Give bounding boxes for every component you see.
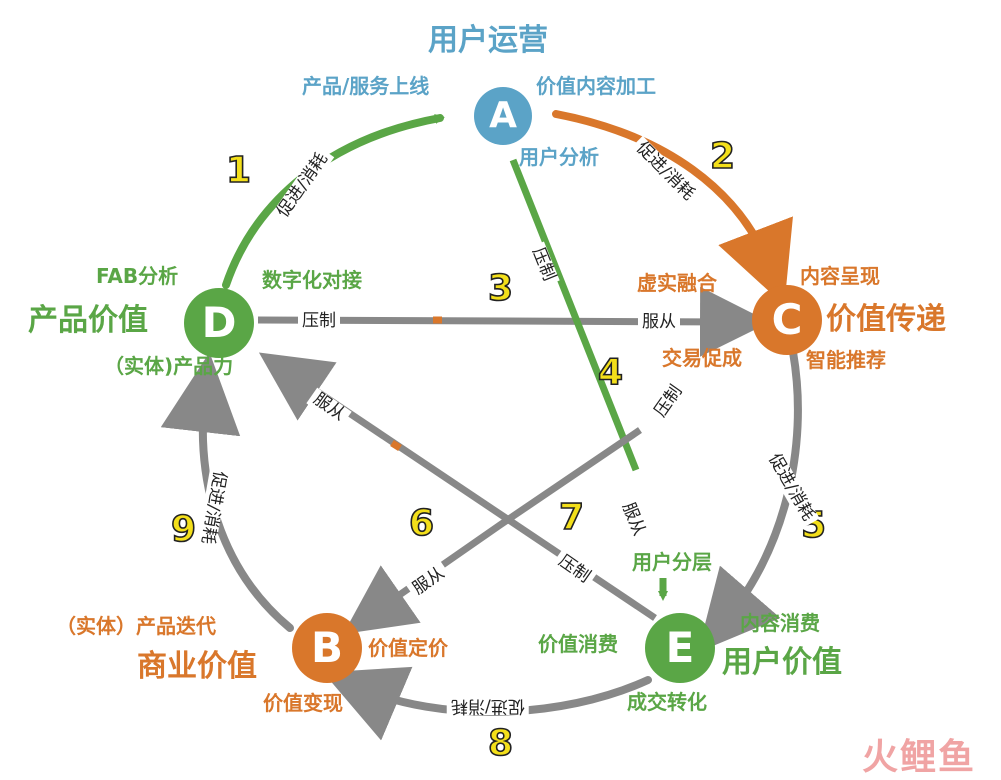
node-a-label-br: 用户分析 xyxy=(519,145,599,169)
node-b: B xyxy=(292,613,362,683)
edge-3-label-a: 压制 xyxy=(298,312,340,331)
node-e: E xyxy=(645,613,715,683)
edge-3-number: 3 xyxy=(487,268,514,309)
edge-1-d-to-a xyxy=(222,113,445,289)
edge-8-label: 促进/消耗 xyxy=(447,696,529,716)
node-d: D xyxy=(184,288,254,358)
node-c-title: 价值传递 xyxy=(826,302,946,337)
node-b-label-bl: 价值变现 xyxy=(263,691,343,715)
node-a-label-tr: 价值内容加工 xyxy=(536,74,656,98)
edge-2-number: 2 xyxy=(709,136,736,177)
edge-7-number: 7 xyxy=(558,497,585,538)
edge-4-a-to-e xyxy=(509,158,640,472)
edge-4-number: 4 xyxy=(597,352,624,393)
watermark-logo: 火鲤鱼 xyxy=(862,737,977,778)
node-d-label-tr: 数字化对接 xyxy=(262,268,362,292)
edge-2-a-to-c xyxy=(552,110,793,306)
node-e-label-tr: 内容消费 xyxy=(740,611,820,635)
node-b-label-tr: 价值定价 xyxy=(368,636,448,660)
node-e-label-tl: 价值消费 xyxy=(538,632,618,656)
node-a: A xyxy=(474,87,532,145)
node-e-label-top: 用户分层 xyxy=(632,550,712,574)
node-b-label-tl: （实体）产品迭代 xyxy=(56,614,216,638)
edge-9-number: 9 xyxy=(170,509,197,550)
node-b-title: 商业价值 xyxy=(137,649,257,684)
edge-1-number: 1 xyxy=(225,150,252,191)
node-c-label-tr: 内容呈现 xyxy=(800,264,880,288)
node-a-label-tl: 产品/服务上线 xyxy=(302,74,430,98)
edge-3-label-b: 服从 xyxy=(638,313,680,332)
node-e-title: 用户价值 xyxy=(722,645,842,680)
node-d-label-tl: FAB分析 xyxy=(96,264,179,288)
edge-7-accent xyxy=(390,440,402,451)
node-a-title: 用户运营 xyxy=(428,23,548,58)
edge-8-number: 8 xyxy=(487,723,514,764)
node-d-label-bl: （实体)产品力 xyxy=(104,354,234,378)
node-e-label-br: 成交转化 xyxy=(627,690,707,714)
node-c-label-tl: 虚实融合 xyxy=(637,271,717,295)
node-d-title: 产品价值 xyxy=(28,303,148,338)
node-c-label-bl: 交易促成 xyxy=(662,346,742,370)
edge-6-number: 6 xyxy=(408,503,435,544)
node-c-label-br: 智能推荐 xyxy=(806,348,886,372)
node-c: C xyxy=(752,285,822,355)
